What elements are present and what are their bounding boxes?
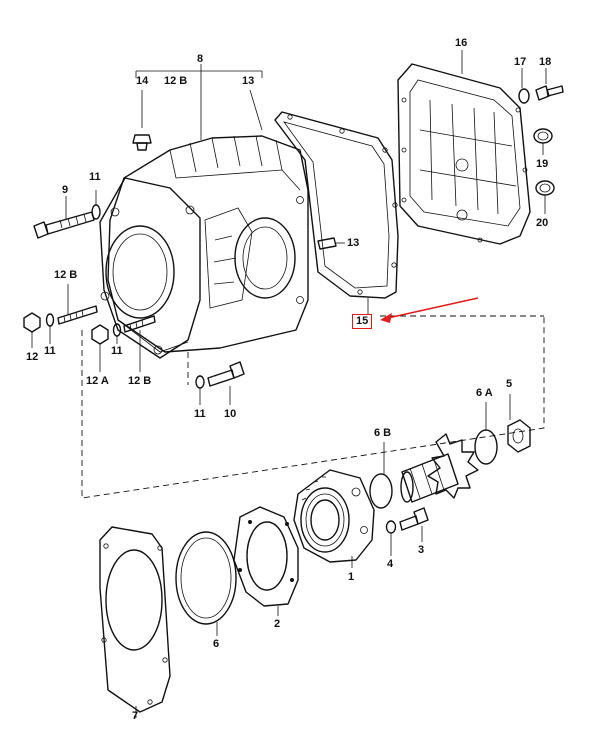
- bearing-housing-1: [293, 469, 375, 568]
- label-1: 1: [348, 571, 355, 583]
- label-12: 12: [26, 351, 39, 363]
- cover-16: [397, 50, 531, 245]
- seal-ring-6: [175, 531, 237, 636]
- label-6: 6: [213, 638, 220, 650]
- label-9: 9: [62, 184, 69, 196]
- label-12a: 12 A: [86, 375, 109, 387]
- highlight-arrow: [380, 297, 479, 323]
- label-12b-top: 12 B: [164, 75, 188, 87]
- label-8: 8: [197, 53, 204, 65]
- washer-11-b: [45, 313, 55, 344]
- label-10: 10: [224, 408, 237, 420]
- plug-20: [535, 180, 555, 214]
- washer-11-d: [195, 375, 205, 405]
- bolt-9: [33, 196, 95, 239]
- label-20: 20: [536, 217, 549, 229]
- washer-11-a: [91, 190, 101, 220]
- label-7: 7: [132, 710, 139, 722]
- label-5: 5: [506, 378, 513, 390]
- label-4: 4: [387, 558, 394, 570]
- plug-19: [533, 128, 553, 155]
- label-18: 18: [539, 56, 552, 68]
- pinion-gear-shaft: [400, 433, 479, 503]
- bolt-3: [399, 507, 429, 542]
- label-11-d: 11: [194, 408, 206, 420]
- washer-11-c: [112, 323, 122, 344]
- stud-12b-mid: [123, 315, 156, 372]
- plug-14: [132, 134, 152, 151]
- label-6b: 6 B: [374, 427, 392, 439]
- bolt-10: [207, 361, 245, 405]
- label-15-highlighted: 15: [352, 314, 373, 329]
- label-13-top: 13: [242, 75, 255, 87]
- plate-7: [99, 526, 171, 718]
- label-14: 14: [136, 75, 149, 87]
- label-3: 3: [418, 544, 425, 556]
- label-11-a: 11: [89, 171, 101, 183]
- oring-6a: [474, 402, 498, 465]
- bracket-8: [135, 64, 263, 140]
- label-12b-left: 12 B: [54, 269, 78, 281]
- label-13-pin: 13: [347, 237, 360, 249]
- stud-12b-left: [57, 284, 98, 325]
- label-19: 19: [536, 158, 549, 170]
- gasket-15: [274, 111, 399, 314]
- dowel-pin-13: [317, 237, 345, 250]
- retainer-2: [233, 506, 299, 616]
- nut-5: [507, 394, 531, 453]
- washer-4: [385, 520, 397, 556]
- transmission-housing-8: [99, 135, 309, 359]
- nut-12a: [91, 324, 109, 372]
- dashed-group-outline: [81, 315, 545, 499]
- washer-17: [518, 68, 530, 104]
- nut-12: [23, 312, 41, 348]
- label-11-b: 11: [44, 345, 56, 357]
- label-17: 17: [514, 56, 527, 68]
- label-12b-mid: 12 B: [128, 375, 152, 387]
- label-11-c: 11: [111, 345, 123, 357]
- bolt-18: [535, 68, 564, 101]
- label-2: 2: [274, 618, 281, 630]
- label-16: 16: [455, 37, 468, 49]
- oring-6b: [369, 442, 393, 509]
- label-6a: 6 A: [476, 387, 493, 399]
